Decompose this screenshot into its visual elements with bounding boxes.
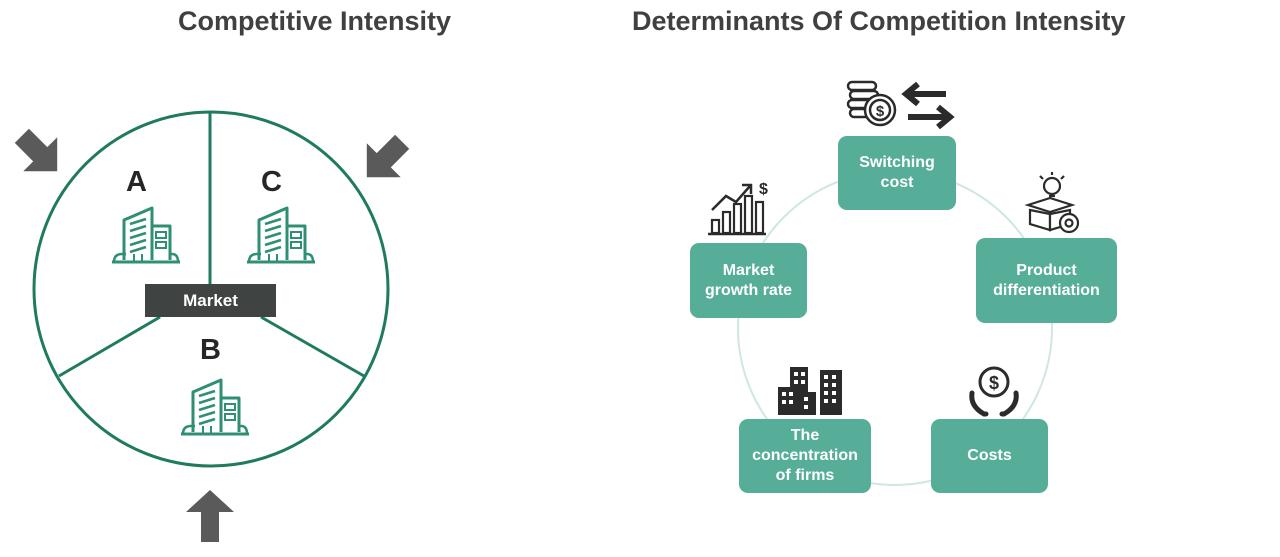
svg-text:$: $ <box>876 103 885 120</box>
factor-product-differentiation: Product differentiation <box>976 238 1117 323</box>
market-label: Market <box>145 284 276 317</box>
right-title: Determinants Of Competition Intensity <box>632 6 1126 36</box>
svg-text:$: $ <box>989 373 999 393</box>
arrow-bottom-icon <box>186 490 234 542</box>
box-lightbulb-gear-icon <box>1024 172 1080 234</box>
factor-market-growth-rate: Market growth rate <box>690 243 807 318</box>
city-buildings-icon <box>778 367 842 415</box>
arrow-top-right-icon <box>366 134 410 178</box>
growth-chart-dollar-icon: $ <box>708 181 768 236</box>
left-title: Competitive Intensity <box>178 6 452 36</box>
factor-concentration-of-firms: The concentration of firms <box>739 419 871 493</box>
factor-costs: Costs <box>931 419 1048 493</box>
market-circle <box>32 110 390 468</box>
building-icon-c <box>245 206 317 264</box>
hands-dollar-icon: $ <box>969 366 1019 417</box>
factor-switching-cost: Switching cost <box>838 136 956 210</box>
segment-label-b: B <box>200 334 221 366</box>
coins-exchange-icon: $ <box>846 80 955 130</box>
arrow-top-left-icon <box>14 128 58 172</box>
svg-text:$: $ <box>759 181 768 198</box>
building-icon-a <box>110 206 182 264</box>
segment-label-c: C <box>261 166 282 198</box>
segment-label-a: A <box>126 166 147 198</box>
building-icon-b <box>179 378 251 436</box>
